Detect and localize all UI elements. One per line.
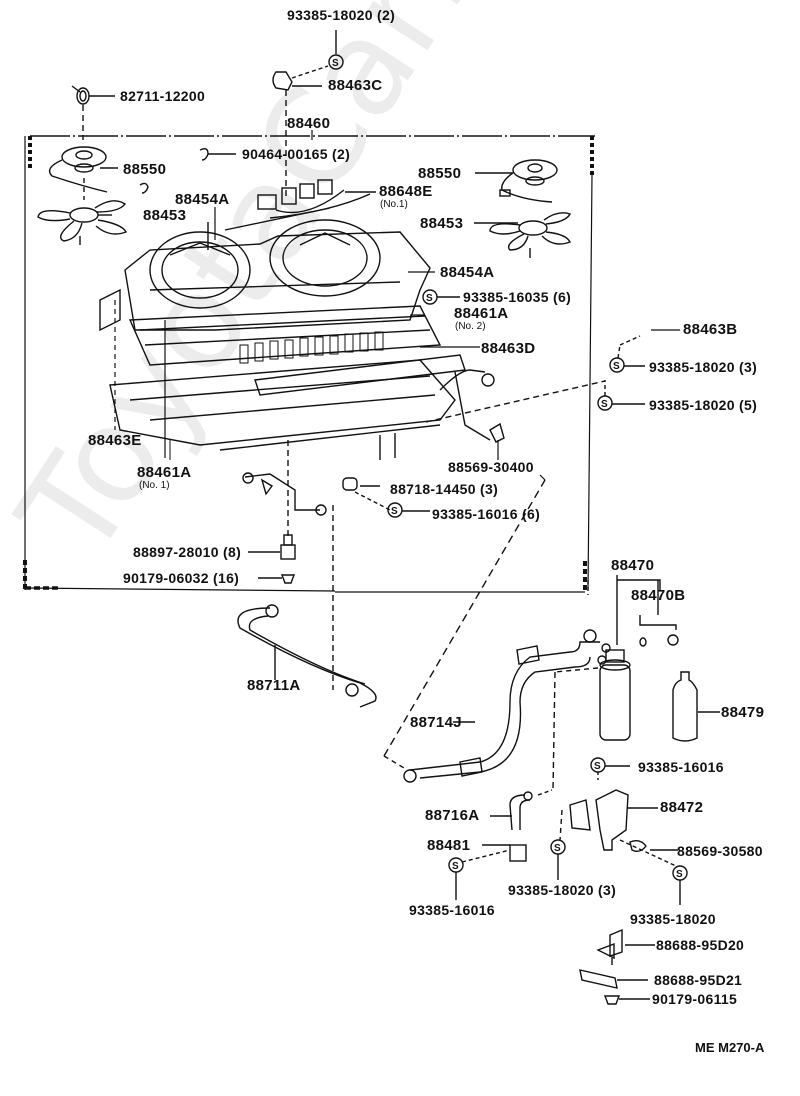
callout-88461A-no1: 88461A: [137, 464, 192, 481]
callout-88460: 88460: [287, 115, 331, 132]
callout-90179-06115: 90179-06115: [652, 991, 738, 1007]
bracket-88688-95D21: [579, 969, 648, 989]
callout-93385-16016-6: 93385-16016 (6): [432, 506, 541, 522]
callout-88463D: 88463D: [481, 340, 536, 357]
callout-82711-12200: 82711-12200: [120, 88, 206, 104]
callout-88550-right: 88550: [418, 165, 462, 182]
callout-88481: 88481: [427, 837, 471, 854]
callout-93385-16016-a: 93385-16016: [638, 759, 724, 775]
washer-letters: S S S S S S S S: [391, 293, 683, 880]
callout-88569-30580: 88569-30580: [677, 843, 763, 859]
svg-text:S: S: [594, 761, 601, 772]
condenser-tray: [109, 354, 466, 460]
callout-88472: 88472: [660, 799, 704, 816]
svg-text:S: S: [452, 861, 459, 872]
svg-text:S: S: [391, 506, 398, 517]
svg-text:S: S: [332, 58, 339, 69]
callout-93385-16016-b: 93385-16016: [409, 902, 495, 918]
callout-88688-95D21: 88688-95D21: [654, 972, 743, 988]
assembly-boundary: [23, 135, 595, 593]
bracket-88463C: S: [272, 30, 344, 200]
callout-88463B: 88463B: [683, 321, 738, 338]
receiver-dryer-88470: [552, 575, 679, 791]
svg-text:S: S: [676, 869, 683, 880]
callout-88648E-note: (No.1): [380, 199, 408, 210]
nut-90179-06115: [603, 995, 650, 1005]
callout-90179-06032: 90179-06032 (16): [123, 570, 240, 586]
clip-90464-00165: [139, 147, 236, 194]
callout-88463E: 88463E: [88, 432, 142, 449]
fan-motor-right: [475, 159, 558, 203]
cap-88718: [342, 477, 391, 511]
callout-93385-18020-5: 93385-18020 (5): [649, 397, 758, 413]
mount-bushing-88897: [248, 440, 296, 584]
callout-88461A-no2-note: (No. 2): [455, 321, 486, 332]
condenser-core: [99, 288, 442, 366]
svg-text:S: S: [554, 843, 561, 854]
fan-blade-left: [37, 200, 127, 245]
callout-88718-14450: 88718-14450 (3): [390, 481, 499, 497]
callout-93385-18020-3b: 93385-18020 (3): [508, 882, 617, 898]
callout-88470B: 88470B: [631, 587, 686, 604]
callout-88453-right: 88453: [420, 215, 464, 232]
callout-88714J: 88714J: [410, 714, 462, 731]
callout-88470: 88470: [611, 557, 655, 574]
pressure-switch-88481: [461, 844, 527, 863]
washer-symbols: [387, 289, 688, 905]
fan-motor-left: [48, 146, 118, 200]
callout-88461A-no1-note: (No. 1): [139, 480, 170, 491]
callout-88716A: 88716A: [425, 807, 480, 824]
callout-88711A: 88711A: [247, 677, 301, 694]
bracket-88472: [559, 789, 678, 867]
diagram-reference-code: ME M270-A: [695, 1040, 765, 1055]
svg-text:S: S: [426, 293, 433, 304]
fan-shroud-assembly: [124, 219, 431, 331]
boot-88479: [672, 671, 720, 742]
callout-88550-left: 88550: [123, 161, 167, 178]
callout-88897-28010: 88897-28010 (8): [133, 544, 242, 560]
callout-88688-95D20: 88688-95D20: [656, 937, 745, 953]
hose-88711A: [237, 505, 377, 708]
callout-93385-18020-3a: 93385-18020 (3): [649, 359, 758, 375]
hose-88714J: [383, 479, 600, 783]
pipe-88716A: [490, 789, 553, 831]
callout-93385-18020-c: 93385-18020: [630, 911, 716, 927]
bracket-88688-95D20: [596, 928, 655, 965]
callout-88463C: 88463C: [328, 77, 383, 94]
wiring-harness-88648E: [224, 179, 376, 231]
callout-90464-00165: 90464-00165 (2): [242, 146, 351, 162]
callout-88569-30400: 88569-30400: [448, 459, 534, 475]
callout-88479: 88479: [721, 704, 765, 721]
callout-93385-16035: 93385-16035 (6): [463, 289, 572, 305]
callout-88454A-right: 88454A: [440, 264, 495, 281]
svg-text:S: S: [613, 361, 620, 372]
callout-93385-18020-2: 93385-18020 (2): [287, 7, 396, 23]
svg-text:S: S: [601, 399, 608, 410]
callout-88461A-no2: 88461A: [454, 305, 509, 322]
clamp-82711-12200: [71, 85, 115, 140]
leader-lines: [114, 130, 680, 481]
fan-blade-right: [474, 212, 571, 258]
callout-88454A-top: 88454A: [175, 191, 230, 208]
liquid-tubes: [242, 369, 505, 516]
callout-88648E: 88648E: [379, 183, 433, 200]
callout-88453-left: 88453: [143, 207, 187, 224]
